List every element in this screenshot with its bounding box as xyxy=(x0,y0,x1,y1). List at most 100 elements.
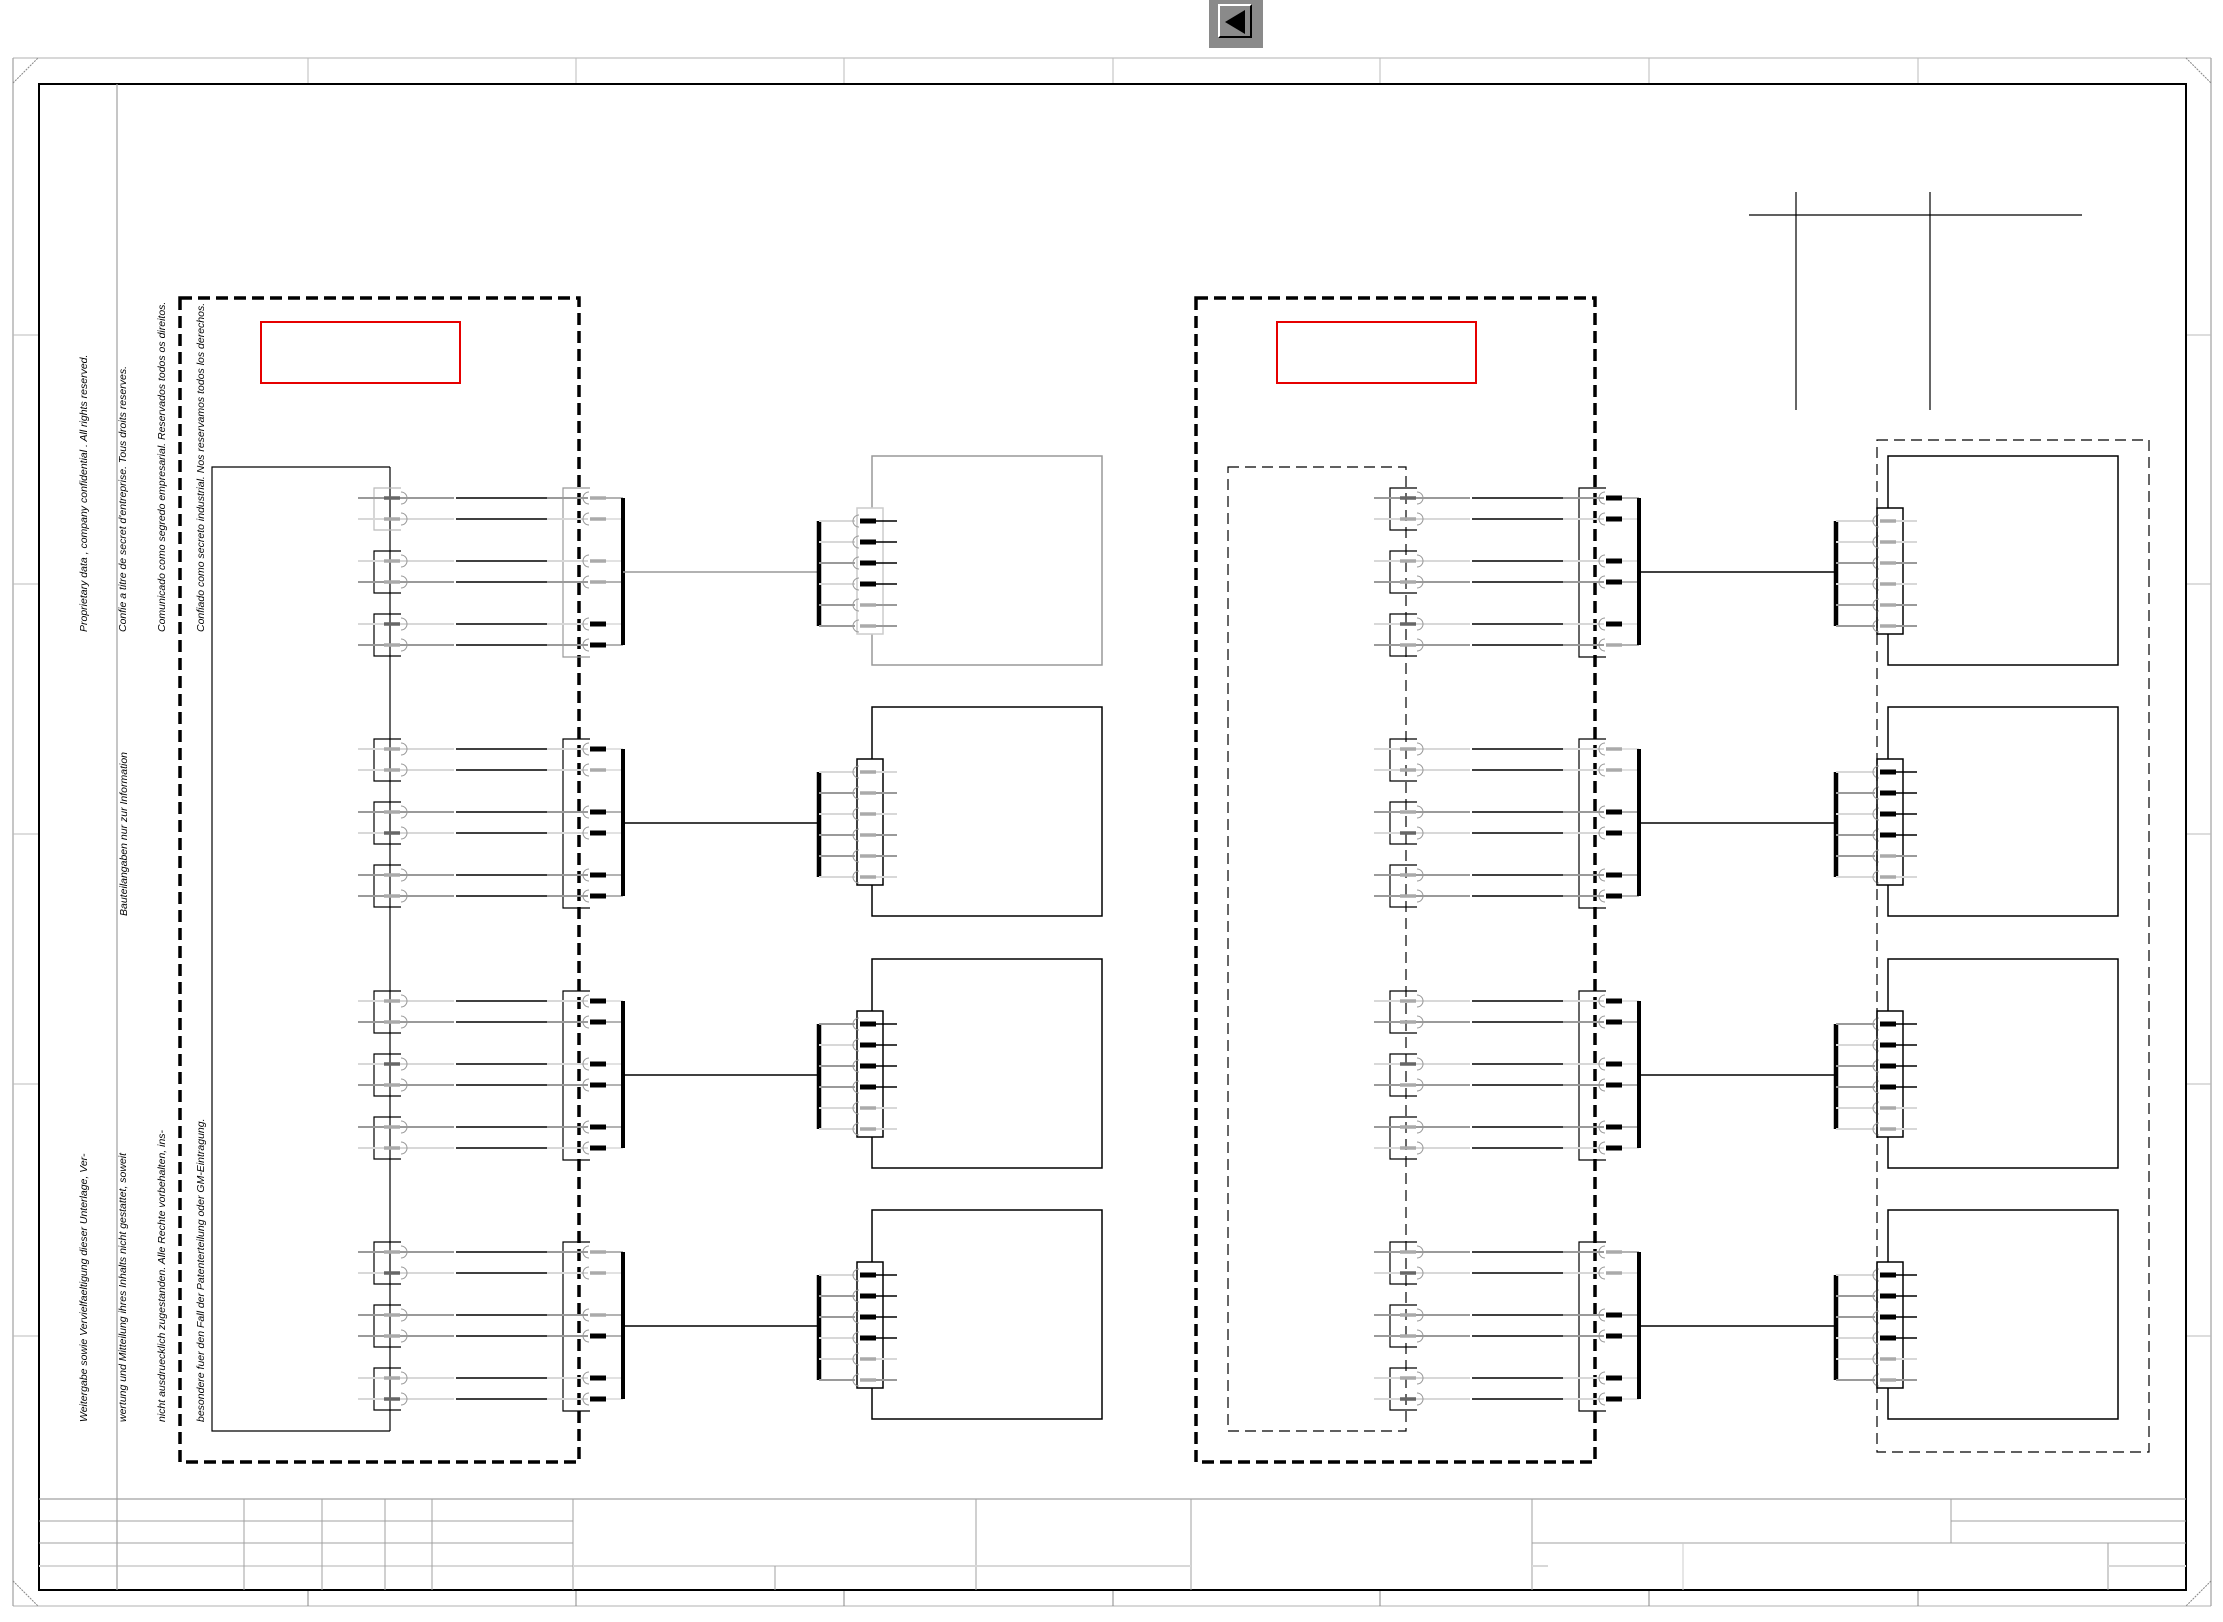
pin-socket xyxy=(1416,1015,1424,1029)
pin-socket xyxy=(852,1331,860,1345)
device-connector xyxy=(856,1261,884,1389)
pin-socket xyxy=(852,807,860,821)
pin-socket xyxy=(1416,1371,1424,1385)
pin-socket xyxy=(852,786,860,800)
right-assembly xyxy=(1194,296,2150,1464)
pin-socket xyxy=(1416,742,1424,756)
pin-socket xyxy=(1598,512,1606,526)
pin-socket xyxy=(582,491,590,505)
pin-socket xyxy=(1598,1141,1606,1155)
pin-socket xyxy=(582,1392,590,1406)
device-connector xyxy=(856,1010,884,1138)
pin-socket xyxy=(582,742,590,756)
pin-socket xyxy=(400,638,408,652)
pin-socket xyxy=(582,763,590,777)
pin-socket xyxy=(582,868,590,882)
pin-socket xyxy=(582,1266,590,1280)
pin-socket xyxy=(852,1059,860,1073)
device-module xyxy=(871,706,1103,917)
reference-crosshair xyxy=(1749,192,2082,410)
inline-connector xyxy=(562,1241,590,1412)
harness-module xyxy=(358,958,1103,1169)
pin-socket xyxy=(1598,617,1606,631)
inline-connector xyxy=(1578,738,1606,909)
pin-socket xyxy=(1416,512,1424,526)
pin-socket xyxy=(1598,575,1606,589)
title-block xyxy=(39,1498,2186,1590)
pin-socket xyxy=(400,1057,408,1071)
pin-socket xyxy=(400,1371,408,1385)
pin-socket xyxy=(400,575,408,589)
device-connector xyxy=(856,507,884,635)
pin-socket xyxy=(852,598,860,612)
device-module xyxy=(1887,706,2119,917)
pin-socket xyxy=(852,556,860,570)
pin-socket xyxy=(1598,638,1606,652)
inline-connector xyxy=(1578,487,1606,658)
splice-connector xyxy=(373,1241,401,1285)
splice-connector xyxy=(373,550,401,594)
pin-socket xyxy=(1416,1392,1424,1406)
pin-socket xyxy=(400,1141,408,1155)
splice-connector xyxy=(373,801,401,845)
pin-socket xyxy=(400,1329,408,1343)
splice-connector xyxy=(1389,1367,1417,1411)
pin-socket xyxy=(582,805,590,819)
notice-line: nicht ausdruecklich zugestanden. Alle Re… xyxy=(156,1129,168,1422)
reproduction-notice: Weitergabe sowie Vervielfaeltigung diese… xyxy=(52,1118,221,1422)
pin-socket xyxy=(1416,994,1424,1008)
pin-socket xyxy=(1598,1120,1606,1134)
pin-socket xyxy=(852,828,860,842)
pin-socket xyxy=(1416,1141,1424,1155)
pin-socket xyxy=(400,1245,408,1259)
pin-socket xyxy=(1416,1245,1424,1259)
pin-socket xyxy=(400,1392,408,1406)
harness-module xyxy=(358,1209,1103,1420)
proprietary-notice: Proprietary data , company confidential … xyxy=(52,302,221,632)
notice-line: Confie a titre de secret d'entreprise. T… xyxy=(117,366,129,632)
splice-connector xyxy=(1389,801,1417,845)
pin-socket xyxy=(400,1015,408,1029)
pin-socket xyxy=(1598,1245,1606,1259)
pin-socket xyxy=(1416,1057,1424,1071)
pin-socket xyxy=(582,575,590,589)
pin-socket xyxy=(1598,889,1606,903)
pin-socket xyxy=(1598,742,1606,756)
device-group-enclosure xyxy=(1876,439,2150,1453)
pin-socket xyxy=(582,1078,590,1092)
pin-socket xyxy=(400,491,408,505)
splice-connector xyxy=(373,1053,401,1097)
pin-socket xyxy=(1598,1057,1606,1071)
splice-connector xyxy=(1389,613,1417,657)
pin-socket xyxy=(1598,1015,1606,1029)
pin-socket xyxy=(582,889,590,903)
pin-socket xyxy=(582,1141,590,1155)
pin-socket xyxy=(582,1245,590,1259)
inline-connector xyxy=(1578,1241,1606,1412)
pin-socket xyxy=(400,554,408,568)
pin-socket xyxy=(582,512,590,526)
pin-socket xyxy=(582,1308,590,1322)
component-info-notice: Bauteilangaben nur zur Information xyxy=(92,752,144,916)
notice-line: Weitergabe sowie Vervielfaeltigung diese… xyxy=(78,1153,90,1422)
pin-socket xyxy=(852,1310,860,1324)
pin-socket xyxy=(582,638,590,652)
splice-connector xyxy=(1389,1053,1417,1097)
splice-connector xyxy=(373,1116,401,1160)
device-module xyxy=(871,455,1103,666)
pin-socket xyxy=(1416,1266,1424,1280)
inner-harness-loop xyxy=(211,466,390,1432)
back-button[interactable] xyxy=(1209,0,1263,48)
pin-socket xyxy=(582,1057,590,1071)
pin-socket xyxy=(400,994,408,1008)
device-connector xyxy=(1876,507,1904,635)
device-connector xyxy=(1876,1010,1904,1138)
label-highlight-box xyxy=(1276,321,1477,384)
splice-connector xyxy=(373,864,401,908)
pin-socket xyxy=(1598,994,1606,1008)
harness-module xyxy=(358,455,1103,666)
pin-socket xyxy=(1598,826,1606,840)
pin-socket xyxy=(1416,1120,1424,1134)
splice-connector xyxy=(1389,864,1417,908)
harness-module xyxy=(1374,958,2119,1169)
